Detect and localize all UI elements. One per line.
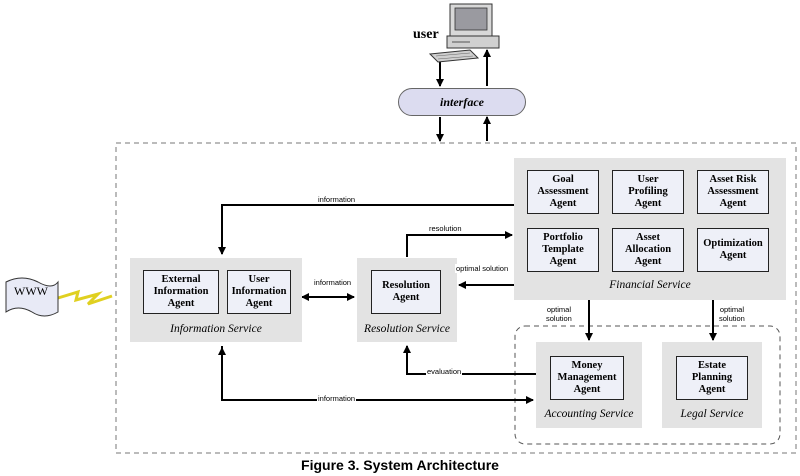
edge-label-evaluation: evaluation xyxy=(426,367,463,376)
resolution-agent: Resolution Agent xyxy=(371,270,441,314)
edge-label-resolution: resolution xyxy=(428,224,463,233)
asset-risk-assessment-agent: Asset Risk Assessment Agent xyxy=(697,170,769,214)
computer-icon xyxy=(428,3,500,63)
legal-service-label: Legal Service xyxy=(680,408,744,420)
optimization-agent: Optimization Agent xyxy=(697,228,769,272)
interface-node: interface xyxy=(398,88,526,116)
user-profiling-agent: User Profiling Agent xyxy=(612,170,684,214)
edge-label-optimal-solution-legal: optimal solution xyxy=(718,305,746,323)
portfolio-template-agent: Portfolio Template Agent xyxy=(527,228,599,272)
estate-planning-agent: Estate Planning Agent xyxy=(676,356,748,400)
asset-allocation-agent: Asset Allocation Agent xyxy=(612,228,684,272)
resolution-service-label: Resolution Service xyxy=(364,323,450,335)
edge-label-optimal-solution-accounting: optimal solution xyxy=(545,305,573,323)
edge-label-information-bottom: information xyxy=(317,394,357,403)
user-label: user xyxy=(413,27,439,42)
financial-service-label: Financial Service xyxy=(609,279,691,291)
goal-assessment-agent: Goal Assessment Agent xyxy=(527,170,599,214)
user-information-agent: User Information Agent xyxy=(227,270,291,314)
information-service-label: Information Service xyxy=(170,323,262,335)
edge-label-information-mid: information xyxy=(313,278,353,287)
lightning-icon xyxy=(57,289,113,306)
edge-label-information-top: information xyxy=(317,195,357,204)
external-information-agent: External Information Agent xyxy=(143,270,219,314)
www-document-icon xyxy=(5,277,59,317)
accounting-service-label: Accounting Service xyxy=(544,408,634,420)
edge-label-optimal-solution-resolution: optimal solution xyxy=(455,264,510,273)
www-label: WWW xyxy=(14,284,48,298)
money-management-agent: Money Management Agent xyxy=(550,356,624,400)
sub-boundary xyxy=(514,325,781,445)
figure-caption: Figure 3. System Architecture xyxy=(301,457,499,473)
